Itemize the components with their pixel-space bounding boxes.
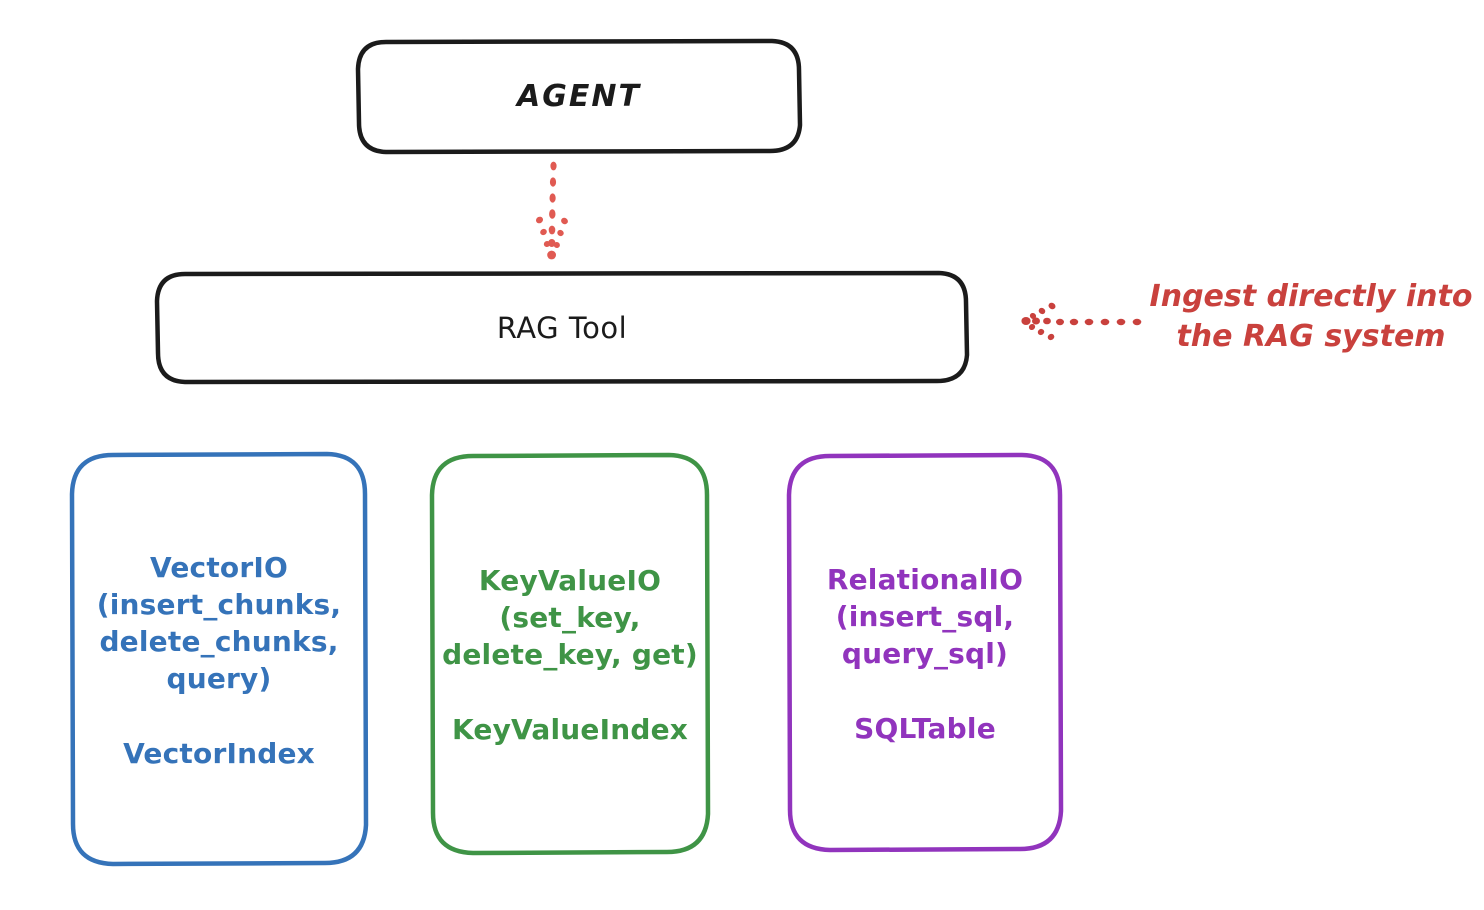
arrow-ingest-to-rag-tool <box>1021 302 1142 341</box>
vector-io-content: VectorIO (insert_chunks, delete_chunks, … <box>69 549 369 770</box>
key-value-io-index-label: KeyValueIndex <box>451 713 689 746</box>
vector-io-api-label: VectorIO (insert_chunks, delete_chunks, … <box>96 550 342 695</box>
node-relational-io[interactable]: RelationalIO (insert_sql, query_sql) SQL… <box>786 452 1064 853</box>
key-value-io-content: KeyValueIO (set_key, delete_key, get) Ke… <box>429 562 711 746</box>
key-value-io-api-label: KeyValueIO (set_key, delete_key, get) <box>442 564 698 671</box>
relational-io-content: RelationalIO (insert_sql, query_sql) SQL… <box>786 561 1064 745</box>
rag-tool-label: RAG Tool <box>496 310 628 345</box>
node-agent[interactable]: AGENT <box>355 38 803 155</box>
arrow-agent-to-rag-tool <box>535 161 568 260</box>
node-key-value-io[interactable]: KeyValueIO (set_key, delete_key, get) Ke… <box>429 452 711 856</box>
ingest-annotation-label: Ingest directly into the RAG system <box>1149 279 1473 354</box>
node-rag-tool[interactable]: RAG Tool <box>154 270 970 385</box>
relational-io-api-label: RelationalIO (insert_sql, query_sql) <box>826 562 1024 670</box>
agent-label: AGENT <box>517 79 641 114</box>
node-vector-io[interactable]: VectorIO (insert_chunks, delete_chunks, … <box>69 451 369 867</box>
relational-io-index-label: SQLTable <box>854 711 996 745</box>
vector-io-index-label: VectorIndex <box>123 736 315 770</box>
